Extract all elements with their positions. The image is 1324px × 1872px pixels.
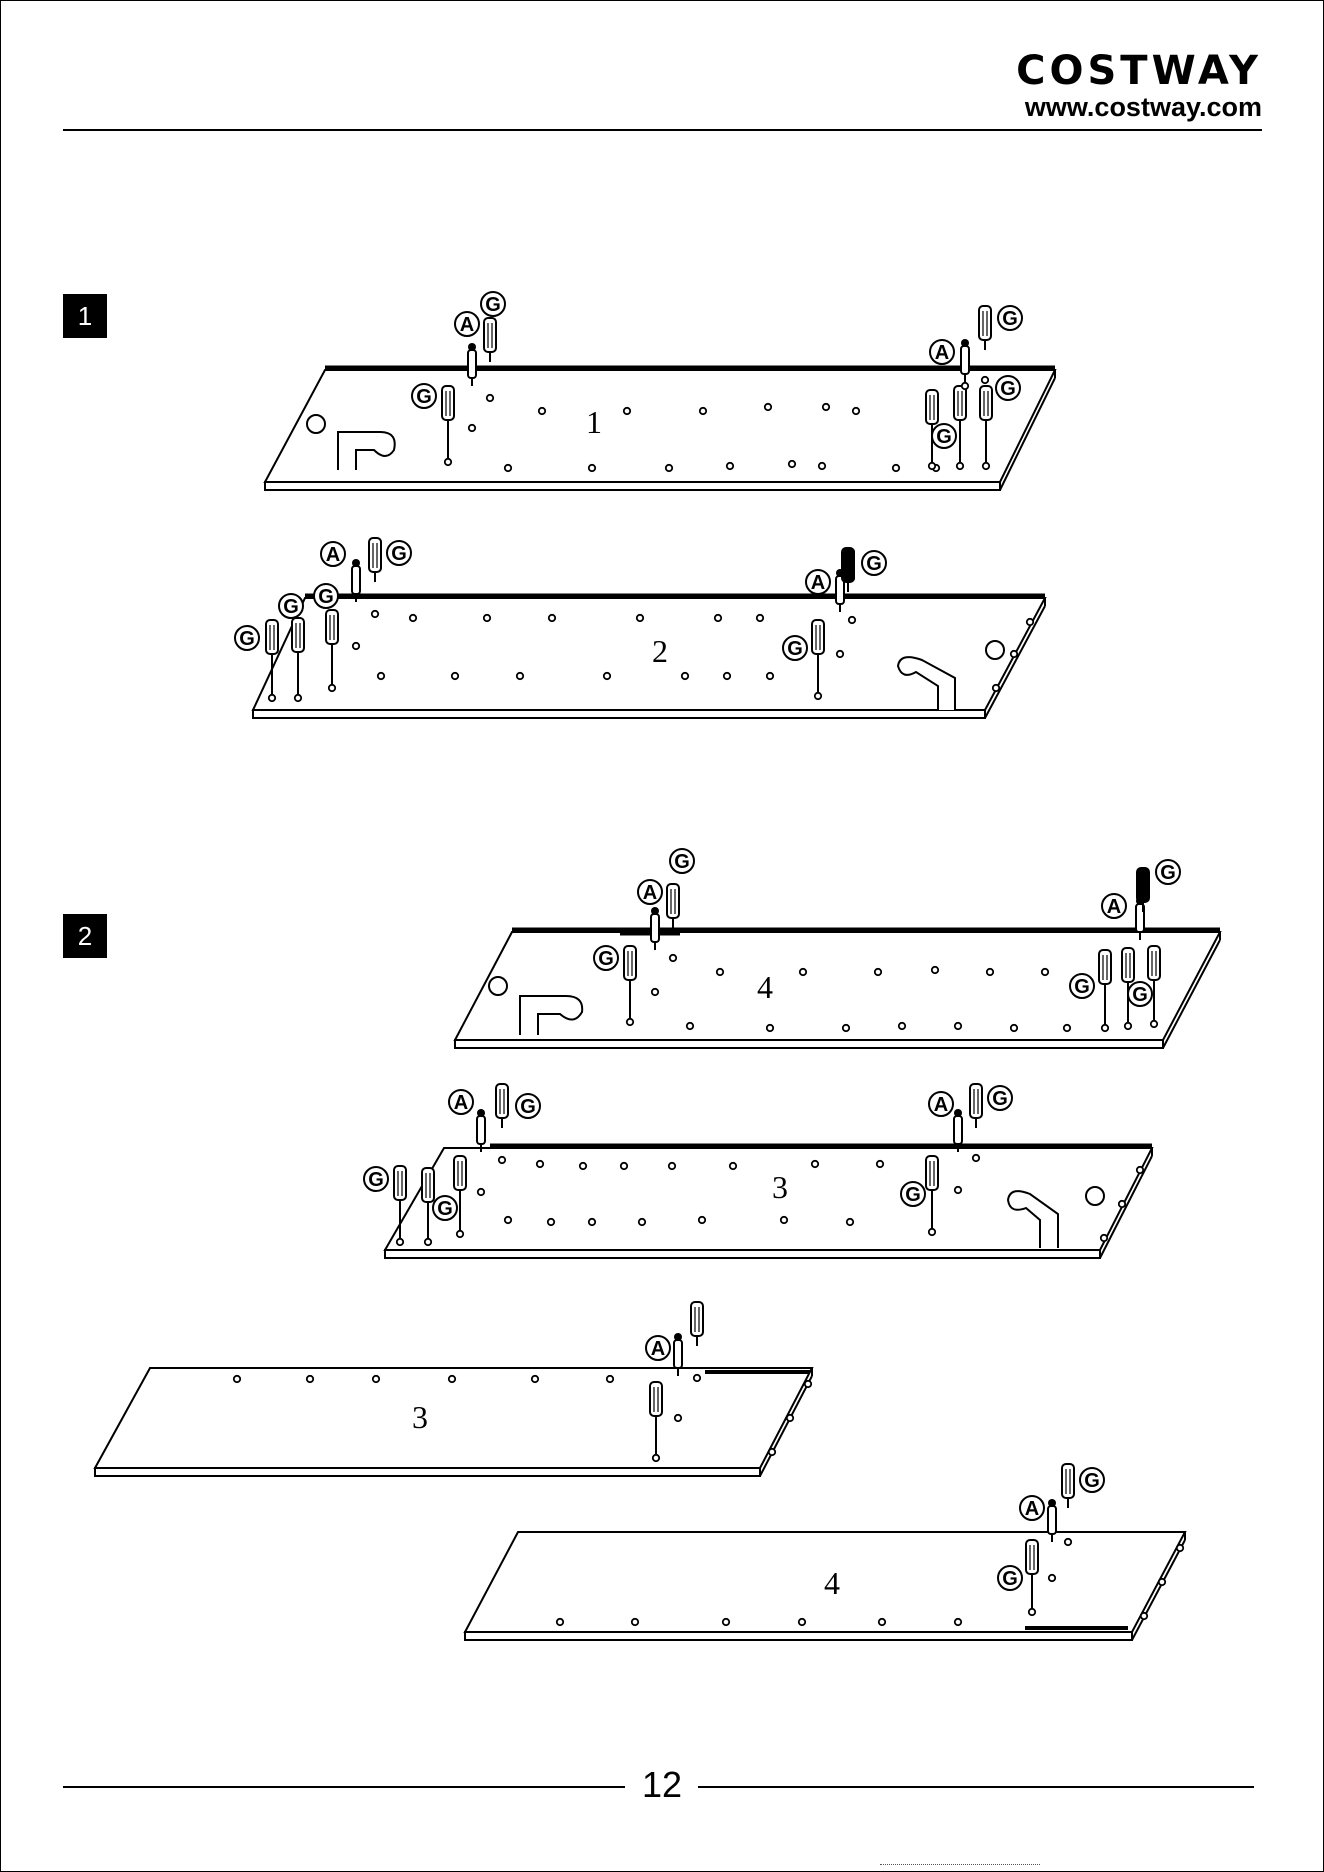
panel-4-bottom-drawing xyxy=(465,1464,1185,1640)
callout-g: G xyxy=(670,849,694,873)
svg-text:G: G xyxy=(936,426,952,448)
panel-2-label: 2 xyxy=(652,633,668,669)
svg-text:G: G xyxy=(1160,862,1176,884)
callout-g: G xyxy=(932,424,956,448)
svg-text:G: G xyxy=(485,294,501,316)
svg-text:G: G xyxy=(239,628,255,650)
callout-a: A xyxy=(646,1336,670,1360)
svg-text:G: G xyxy=(1000,378,1016,400)
panel-4-top-label: 4 xyxy=(757,969,773,1005)
panel-4-top-drawing xyxy=(455,868,1220,1048)
callout-g: G xyxy=(516,1094,540,1118)
callout-g: G xyxy=(594,946,618,970)
callout-g: G xyxy=(1070,974,1094,998)
callout-a: A xyxy=(806,570,830,594)
footer-rule-right xyxy=(698,1786,1254,1788)
svg-text:G: G xyxy=(598,948,614,970)
svg-text:G: G xyxy=(391,543,407,565)
svg-text:A: A xyxy=(811,572,825,594)
callout-a: A xyxy=(1102,894,1126,918)
svg-text:G: G xyxy=(283,596,299,618)
svg-text:A: A xyxy=(326,544,340,566)
callout-g: G xyxy=(1156,860,1180,884)
svg-text:G: G xyxy=(866,553,882,575)
callout-g: G xyxy=(1128,982,1152,1006)
panel-3-bottom-label: 3 xyxy=(412,1399,428,1435)
callout-g: G xyxy=(862,551,886,575)
callout-a: A xyxy=(930,340,954,364)
svg-text:A: A xyxy=(454,1092,468,1114)
panel-3-bottom-drawing xyxy=(95,1302,812,1476)
svg-text:G: G xyxy=(1002,308,1018,330)
svg-text:G: G xyxy=(318,586,334,608)
callout-g: G xyxy=(314,584,338,608)
svg-text:G: G xyxy=(905,1184,921,1206)
svg-text:G: G xyxy=(437,1198,453,1220)
svg-text:G: G xyxy=(1132,984,1148,1006)
svg-text:G: G xyxy=(416,386,432,408)
svg-text:A: A xyxy=(460,314,474,336)
svg-text:A: A xyxy=(934,1094,948,1116)
callout-g: G xyxy=(364,1167,388,1191)
svg-text:A: A xyxy=(1107,896,1121,918)
callout-a: A xyxy=(321,542,345,566)
panel-3-top-label: 3 xyxy=(772,1169,788,1205)
callout-g: G xyxy=(412,384,436,408)
svg-text:G: G xyxy=(1084,1470,1100,1492)
callout-g: G xyxy=(433,1196,457,1220)
svg-text:A: A xyxy=(651,1338,665,1360)
scan-mark xyxy=(880,1864,1040,1868)
panel-2-drawing xyxy=(253,538,1045,718)
callout-g: G xyxy=(387,541,411,565)
callout-g: G xyxy=(783,636,807,660)
panel-4-bottom-label: 4 xyxy=(824,1565,840,1601)
callout-g: G xyxy=(988,1086,1012,1110)
callout-a: A xyxy=(455,312,479,336)
svg-text:G: G xyxy=(992,1088,1008,1110)
svg-text:A: A xyxy=(1025,1498,1039,1520)
callout-g: G xyxy=(998,1566,1022,1590)
panel-1-drawing xyxy=(265,306,1055,490)
footer-rule-left xyxy=(63,1786,625,1788)
svg-text:A: A xyxy=(643,882,657,904)
callout-g: G xyxy=(481,292,505,316)
callout-a: A xyxy=(638,880,662,904)
callout-g: G xyxy=(998,306,1022,330)
callout-a: A xyxy=(449,1090,473,1114)
callout-a: A xyxy=(1020,1496,1044,1520)
callout-a: A xyxy=(929,1092,953,1116)
callout-g: G xyxy=(235,626,259,650)
panel-1-label: 1 xyxy=(586,404,602,440)
panel-3-top-drawing xyxy=(385,1084,1152,1258)
svg-text:G: G xyxy=(674,851,690,873)
svg-text:G: G xyxy=(787,638,803,660)
svg-text:A: A xyxy=(935,342,949,364)
callout-g: G xyxy=(279,594,303,618)
callout-g: G xyxy=(996,376,1020,400)
callout-g: G xyxy=(1080,1468,1104,1492)
callout-g: G xyxy=(901,1182,925,1206)
svg-text:G: G xyxy=(368,1169,384,1191)
svg-text:G: G xyxy=(1074,976,1090,998)
page-number: 12 xyxy=(630,1763,694,1807)
svg-text:G: G xyxy=(1002,1568,1018,1590)
svg-text:G: G xyxy=(520,1096,536,1118)
